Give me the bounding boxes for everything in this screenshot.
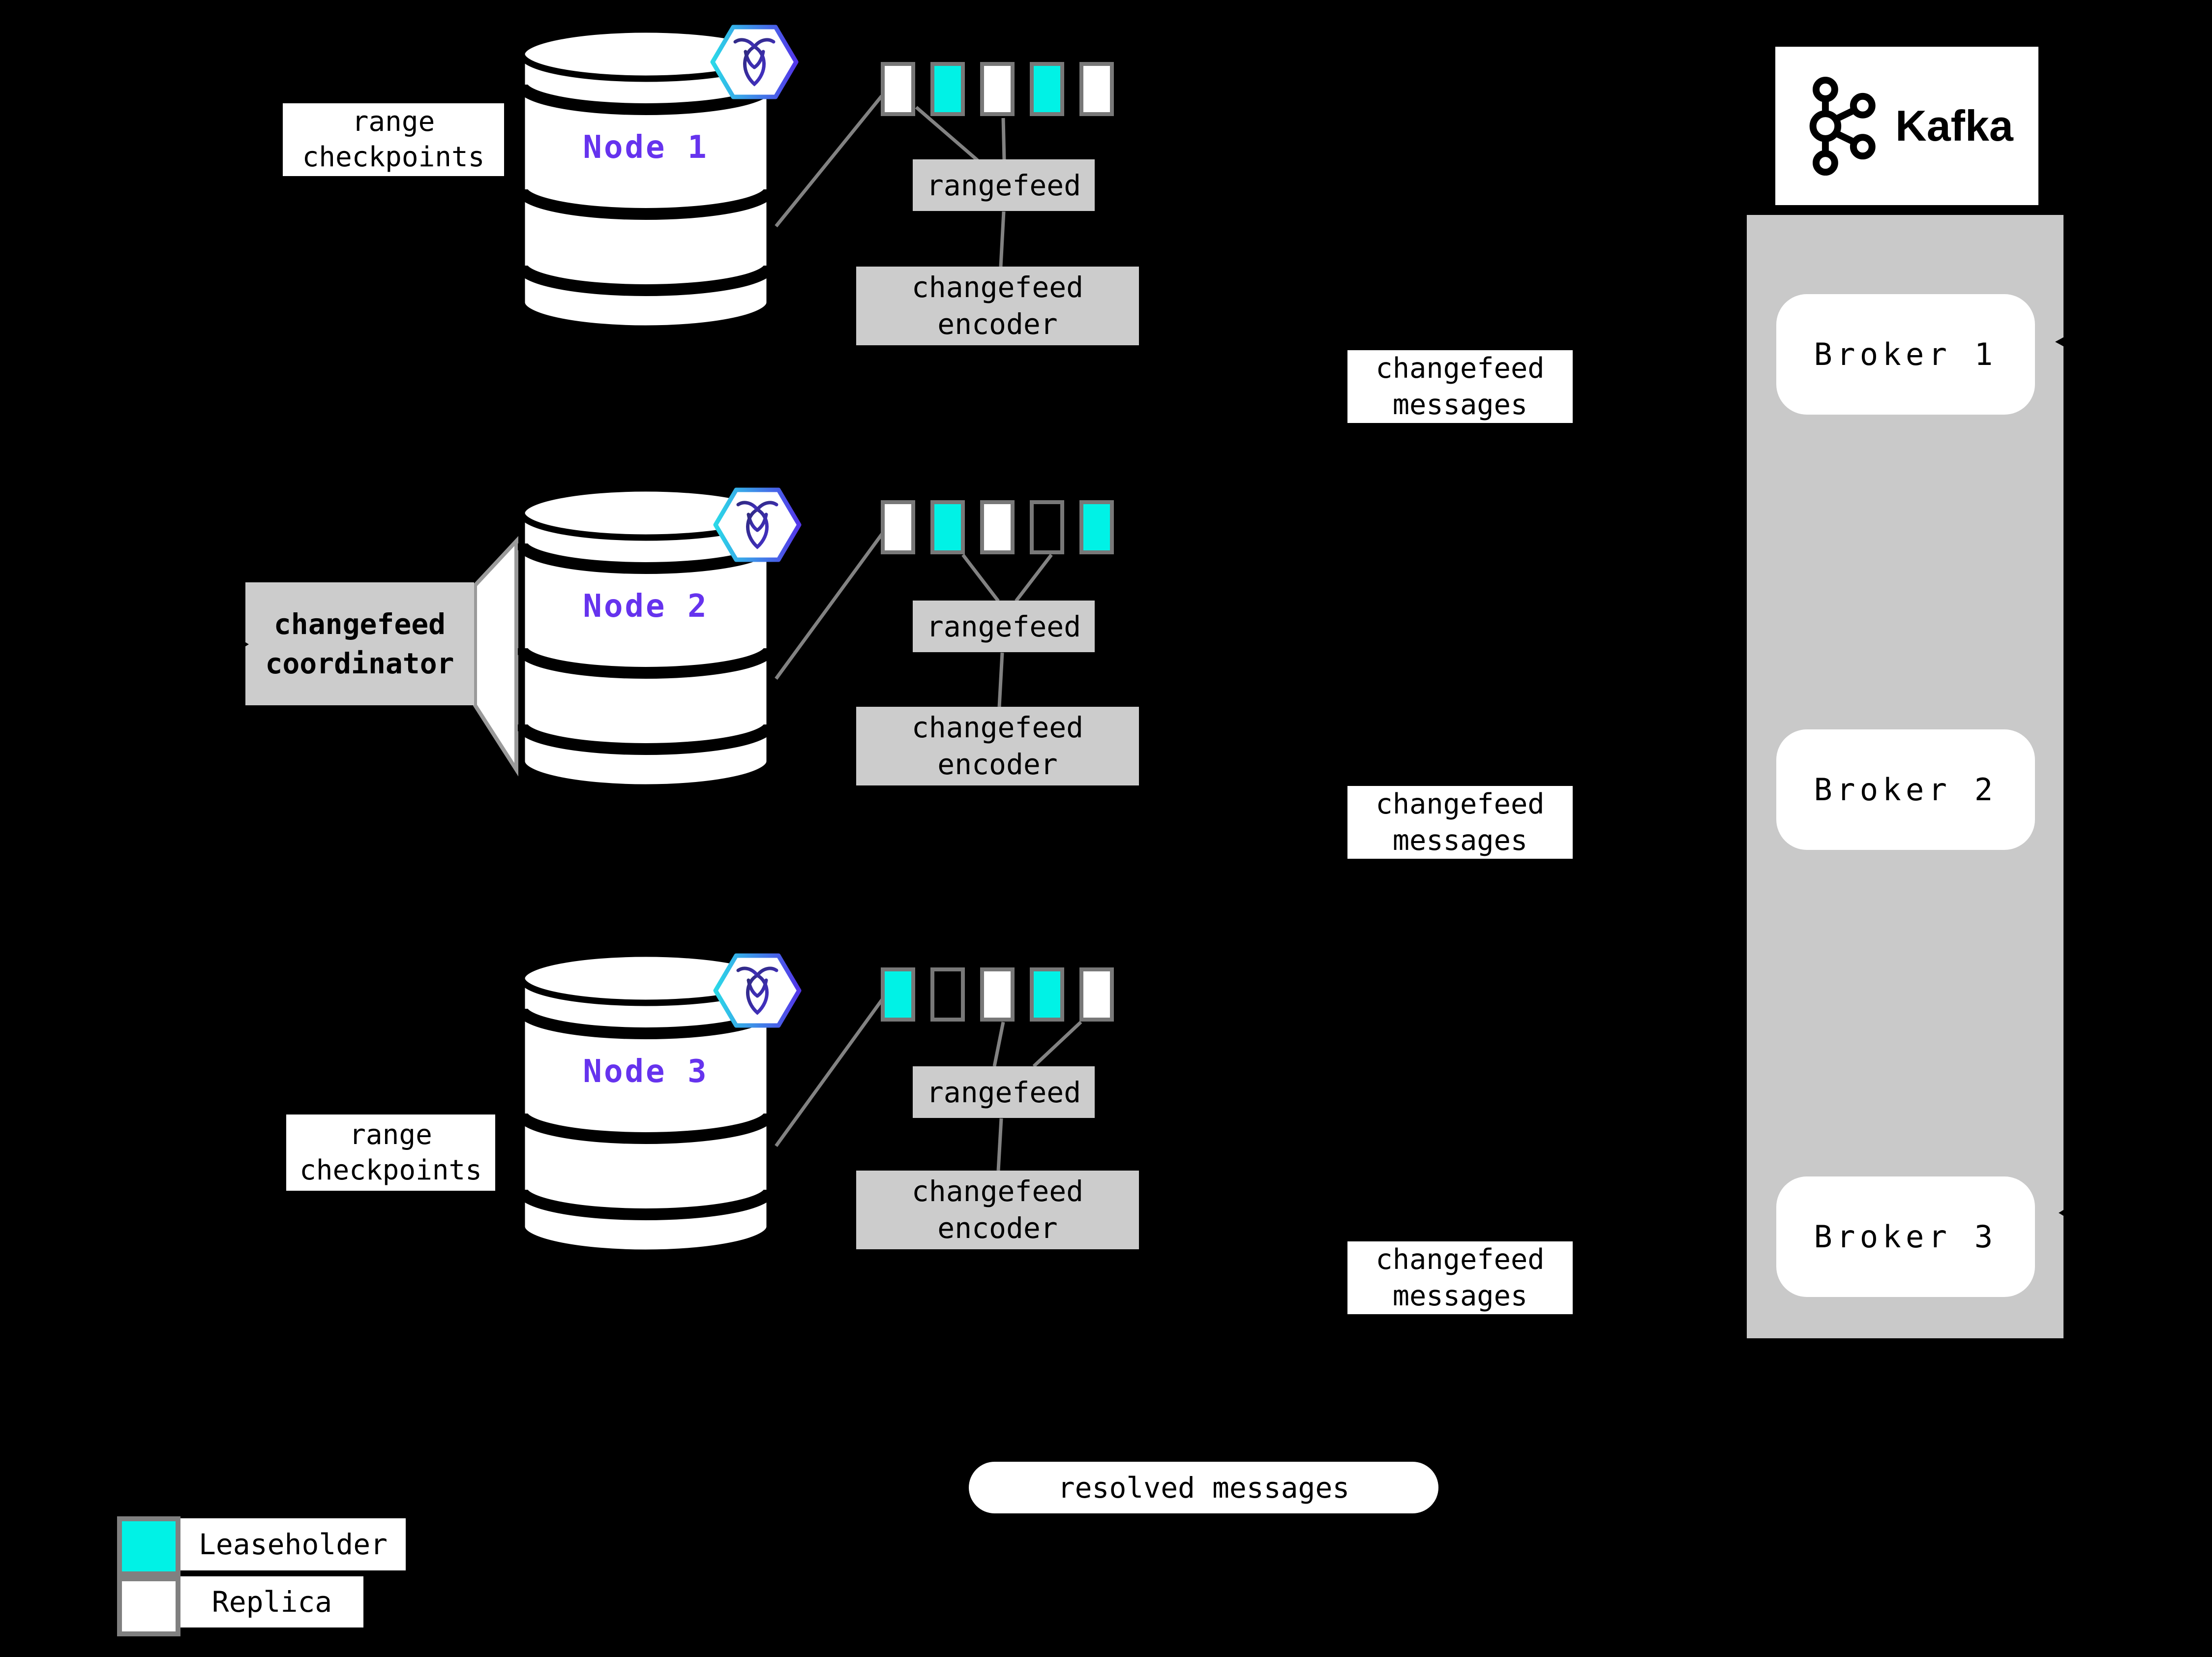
legend-replica-swatch (117, 1576, 180, 1636)
changefeed-coordinator-box: changefeed coordinator (245, 582, 474, 705)
node3-rangefeed-box: rangefeed (913, 1066, 1095, 1118)
legend-label-text: Leaseholder (198, 1528, 388, 1561)
kafka-broker-1: Broker 1 (1776, 294, 2035, 415)
node1-changefeed-encoder-box: changefeed encoder (856, 267, 1139, 345)
line-node2-sq2-rangefeed (961, 553, 1000, 603)
node1-label: Node 1 (583, 129, 709, 166)
node3-range-square-5 (1079, 967, 1114, 1022)
legend-label-text: Replica (211, 1585, 332, 1619)
node1-range-square-3 (980, 62, 1015, 116)
node3-label: Node 3 (583, 1054, 709, 1090)
node1-range-square-5 (1079, 62, 1114, 116)
encoder-line2: encoder (937, 1211, 1058, 1245)
broker-label: Broker 3 (1814, 1219, 1998, 1255)
encoder-line2: encoder (937, 307, 1058, 341)
range-checkpoints-line1: range (349, 1118, 432, 1151)
node2-range-square-4 (1030, 500, 1064, 554)
coordinator-ribbon-shape (473, 536, 518, 777)
arrowhead-broker1 (2055, 335, 2067, 348)
range-checkpoints-line2: checkpoints (302, 141, 485, 173)
node1-rangefeed-box: rangefeed (913, 159, 1095, 211)
changefeed-messages-label-3: changefeed messages (1347, 1241, 1573, 1314)
line-node2-sq4-rangefeed (1015, 553, 1053, 603)
line-node1-sq3-rangefeed (1001, 118, 1006, 161)
range-checkpoints-label-top: range checkpoints (283, 103, 504, 176)
node1-range-square-1 (881, 62, 915, 116)
arrowhead-broker3 (2059, 1206, 2069, 1219)
legend-leaseholder-swatch (117, 1516, 180, 1576)
messages-line2: messages (1392, 1280, 1528, 1312)
messages-line2: messages (1392, 824, 1528, 857)
node2-changefeed-encoder-box: changefeed encoder (856, 707, 1139, 785)
messages-line1: changefeed (1375, 352, 1545, 385)
broker-label: Broker 1 (1814, 336, 1998, 372)
cockroachdb-icon (713, 953, 802, 1028)
resolved-messages-pill: resolved messages (969, 1462, 1438, 1513)
node2-range-square-2 (930, 500, 965, 554)
messages-line1: changefeed (1375, 788, 1545, 820)
arrowhead-coordinator (238, 638, 249, 651)
cockroachdb-icon (713, 487, 802, 562)
broker-label: Broker 2 (1814, 772, 1998, 808)
changefeed-messages-label-2: changefeed messages (1347, 786, 1573, 859)
kafka-broker-3: Broker 3 (1776, 1176, 2035, 1297)
node3-range-square-2 (930, 967, 965, 1022)
kafka-logo-box: Kafka (1775, 47, 2038, 205)
messages-line1: changefeed (1375, 1243, 1545, 1276)
node3-database-cylinder (518, 952, 774, 1253)
line-node1-sq1-rangefeed (915, 106, 979, 162)
line-node3-to-range (775, 998, 884, 1147)
rangefeed-label: rangefeed (926, 168, 1081, 202)
line-node3-sq5-rangefeed (1032, 1021, 1082, 1068)
resolved-messages-label: resolved messages (1057, 1471, 1350, 1505)
messages-line2: messages (1392, 389, 1528, 421)
line-node3-sq3-rangefeed (992, 1022, 1005, 1067)
node2-range-square-1 (881, 500, 915, 554)
node2-rangefeed-box: rangefeed (913, 601, 1095, 652)
node2-label: Node 2 (583, 588, 709, 625)
rangefeed-label: rangefeed (926, 1075, 1081, 1109)
node1-range-square-2 (930, 62, 965, 116)
encoder-line2: encoder (937, 748, 1058, 781)
node3-range-square-1 (881, 967, 915, 1022)
line-node1-rangefeed-encoder (999, 211, 1006, 267)
range-checkpoints-line2: checkpoints (299, 1154, 482, 1186)
line-node1-to-range (775, 94, 883, 228)
range-checkpoints-label-bottom: range checkpoints (286, 1115, 495, 1191)
legend-leaseholder-label: Leaseholder (180, 1518, 406, 1570)
node3-range-square-3 (980, 967, 1015, 1022)
node3-range-square-4 (1030, 967, 1064, 1022)
line-node2-rangefeed-encoder (997, 652, 1004, 707)
range-checkpoints-line1: range (352, 106, 435, 138)
node2-range-square-3 (980, 500, 1015, 554)
coordinator-line2: coordinator (265, 647, 454, 680)
node1-range-square-4 (1030, 62, 1064, 116)
legend-replica-label: Replica (180, 1576, 363, 1627)
rangefeed-label: rangefeed (926, 609, 1081, 643)
node3-changefeed-encoder-box: changefeed encoder (856, 1171, 1139, 1249)
coordinator-line1: changefeed (273, 607, 446, 641)
line-node3-rangefeed-encoder (996, 1118, 1003, 1171)
kafka-logo-icon (1809, 76, 1876, 176)
node1-database-cylinder (518, 28, 774, 329)
encoder-line1: changefeed (911, 711, 1084, 744)
cockroachdb-icon (710, 25, 799, 99)
encoder-line1: changefeed (911, 1175, 1084, 1208)
changefeed-messages-label-1: changefeed messages (1347, 350, 1573, 423)
encoder-line1: changefeed (911, 271, 1084, 304)
kafka-title: Kafka (1895, 101, 2013, 150)
node2-database-cylinder (518, 487, 774, 787)
line-node2-to-range (775, 532, 884, 680)
node2-range-square-5 (1079, 500, 1114, 554)
kafka-broker-2: Broker 2 (1776, 729, 2035, 850)
